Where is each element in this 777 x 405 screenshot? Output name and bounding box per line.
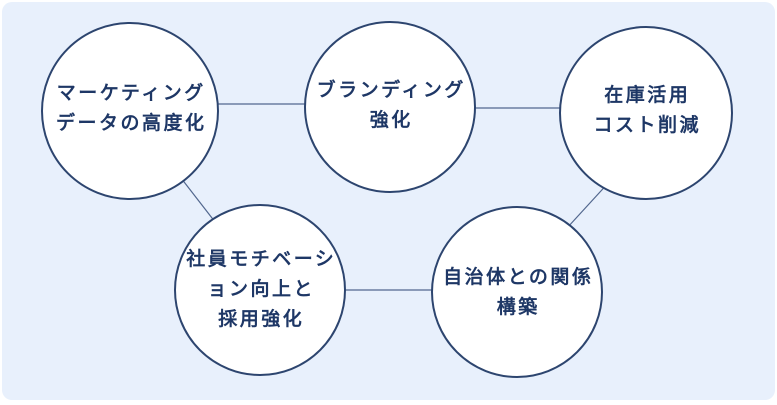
node-label-branding: ブランディング 強化 <box>316 79 466 131</box>
node-label-municipality-relations: 自治体との関係 構築 <box>443 266 594 318</box>
node-circle-municipality-relations <box>431 206 603 378</box>
node-circle-inventory-cost <box>559 26 733 200</box>
node-circle-branding <box>304 21 476 193</box>
node-label-inventory-cost: 在庫活用 コスト削減 <box>593 84 702 136</box>
node-label-marketing-data: マーケティング データの高度化 <box>55 82 207 134</box>
node-circle-employee-motivation <box>174 204 346 376</box>
node-label-employee-motivation: 社員モチベーシ ョン向上と 採用強化 <box>186 248 337 330</box>
node-circle-marketing-data <box>41 22 219 200</box>
